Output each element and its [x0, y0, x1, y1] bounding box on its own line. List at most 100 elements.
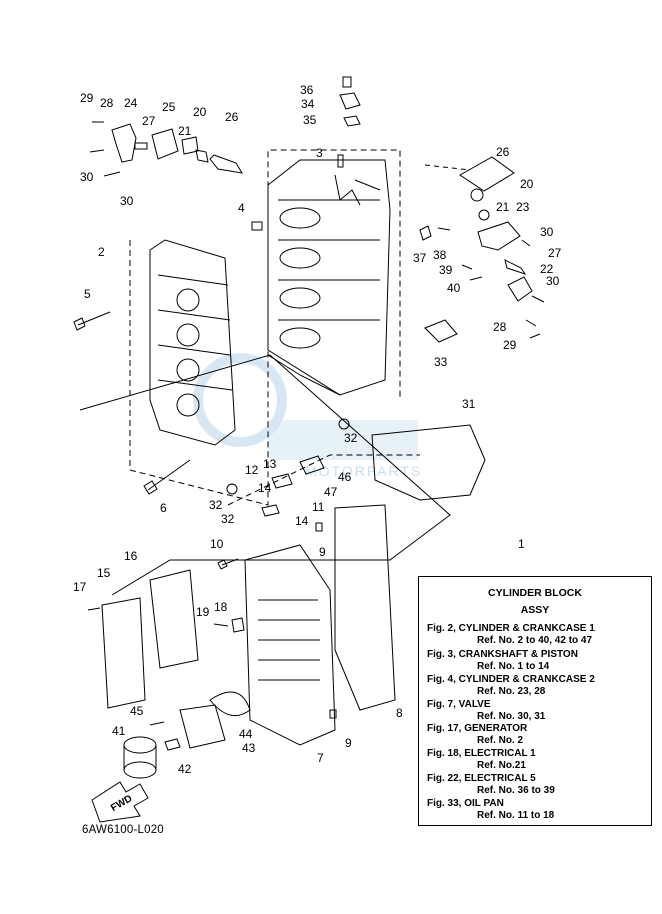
gasket-44 — [209, 691, 251, 717]
cover-15 — [101, 597, 146, 709]
ref-line: Ref. No. 30, 31 — [477, 711, 546, 722]
watermark-logo: MOTORPARTS — [193, 353, 422, 479]
pin-9b — [329, 709, 337, 719]
callout-number: 7 — [317, 751, 324, 765]
pin-9a — [315, 522, 323, 532]
callout-number: 35 — [303, 113, 317, 127]
callout-number: 37 — [413, 251, 427, 265]
thermostat-assembly-right — [419, 156, 545, 339]
ref-line: Ref. No. 2 — [477, 735, 524, 746]
gasket-31 — [371, 424, 486, 501]
exhaust-cover — [244, 544, 336, 746]
callout-number: 41 — [112, 724, 126, 738]
callout-number: 21 — [496, 200, 510, 214]
callout-number: 18 — [214, 600, 228, 614]
ref-line: Fig. 33, OIL PAN — [427, 798, 504, 809]
bolt-45 — [149, 721, 165, 726]
callout-number: 3 — [316, 146, 323, 160]
oil-filter — [123, 736, 157, 779]
callout-number: 11 — [312, 500, 325, 514]
top-sensor — [339, 76, 361, 127]
thermostat-assembly-left — [89, 121, 243, 177]
callout-number: 45 — [130, 704, 144, 718]
callout-number: 20 — [193, 105, 207, 119]
callout-number: 46 — [338, 470, 352, 484]
callout-number: 12 — [245, 463, 259, 477]
bolt-5 — [73, 311, 111, 331]
callout-number: 1 — [518, 537, 525, 551]
callout-number: 36 — [300, 83, 314, 97]
callout-number: 4 — [238, 201, 245, 215]
gasket-16 — [149, 569, 199, 669]
callout-number: 10 — [210, 537, 224, 551]
fwd-arrow — [91, 781, 149, 823]
watermark-text: MOTORPARTS — [305, 463, 422, 479]
oring-32b — [338, 418, 350, 430]
anode-33 — [424, 319, 458, 343]
callout-number: 20 — [520, 177, 534, 191]
ref-box-title: CYLINDER BLOCK — [488, 587, 582, 599]
lower-dash-outline — [79, 354, 451, 596]
callout-number: 6 — [160, 501, 167, 515]
callout-number: 34 — [301, 97, 315, 111]
callout-number: 40 — [447, 281, 461, 295]
callout-number: 43 — [242, 741, 256, 755]
callout-number: 27 — [142, 114, 156, 128]
callout-number: 33 — [434, 355, 448, 369]
gasket-8 — [334, 504, 396, 711]
callout-number: 29 — [503, 338, 517, 352]
bolt-17 — [87, 607, 101, 611]
hose-dash — [424, 164, 471, 171]
ref-line: Ref. No. 23, 28 — [477, 686, 546, 697]
callout-number: 44 — [239, 727, 253, 741]
callout-number: 9 — [345, 736, 352, 750]
fitting-12-14 — [261, 473, 293, 517]
ref-line: Fig. 17, GENERATOR — [427, 723, 528, 734]
callout-number: 28 — [493, 320, 507, 334]
callout-number: 22 — [540, 262, 554, 276]
callout-number: 32 — [209, 498, 223, 512]
valve-46-47 — [299, 455, 325, 475]
callout-number: 47 — [324, 485, 338, 499]
ref-line: Ref. No. 11 to 18 — [477, 810, 555, 821]
callout-number: 28 — [100, 96, 114, 110]
callout-number: 42 — [178, 762, 192, 776]
oil-filter-bracket — [179, 704, 226, 749]
cylinder-block — [267, 159, 391, 396]
ref-line: Ref. No. 2 to 40, 42 to 47 — [477, 635, 593, 646]
callout-number: 39 — [439, 263, 453, 277]
crankcase-dash-outline — [129, 149, 401, 506]
pin-4 — [251, 221, 263, 231]
callout-number: 21 — [178, 124, 192, 138]
ref-line: Fig. 3, CRANKSHAFT & PISTON — [427, 649, 578, 660]
callout-number: 27 — [548, 246, 562, 260]
callout-number: 32 — [221, 512, 235, 526]
fitting-42 — [164, 738, 181, 751]
ref-line: Fig. 7, VALVE — [427, 699, 491, 710]
callout-number: 30 — [80, 170, 94, 184]
callout-number: 29 — [80, 91, 94, 105]
fwd-label: FWD — [109, 793, 134, 814]
callout-number: 30 — [540, 225, 554, 239]
pin-3 — [337, 154, 344, 168]
block-18 — [231, 617, 245, 633]
ref-line: Fig. 4, CYLINDER & CRANKCASE 2 — [427, 674, 595, 685]
bolt-10 — [217, 558, 239, 570]
ref-line: Ref. No.21 — [477, 760, 526, 771]
callout-number: 13 — [263, 457, 277, 471]
ref-line: Fig. 22, ELECTRICAL 5 — [427, 773, 536, 784]
callout-number: 38 — [433, 248, 447, 262]
bolt-6 — [143, 459, 191, 495]
callout-number: 31 — [462, 397, 476, 411]
callout-number: 16 — [124, 549, 138, 563]
callout-number: 15 — [97, 566, 111, 580]
callout-number: 5 — [84, 287, 91, 301]
ref-box-subtitle: ASSY — [520, 604, 550, 616]
ref-line: Ref. No. 1 to 14 — [477, 661, 550, 672]
callout-number: 8 — [396, 706, 403, 720]
callout-number: 26 — [496, 145, 510, 159]
bolt-19 — [213, 623, 229, 627]
ref-line: Fig. 18, ELECTRICAL 1 — [427, 748, 536, 759]
